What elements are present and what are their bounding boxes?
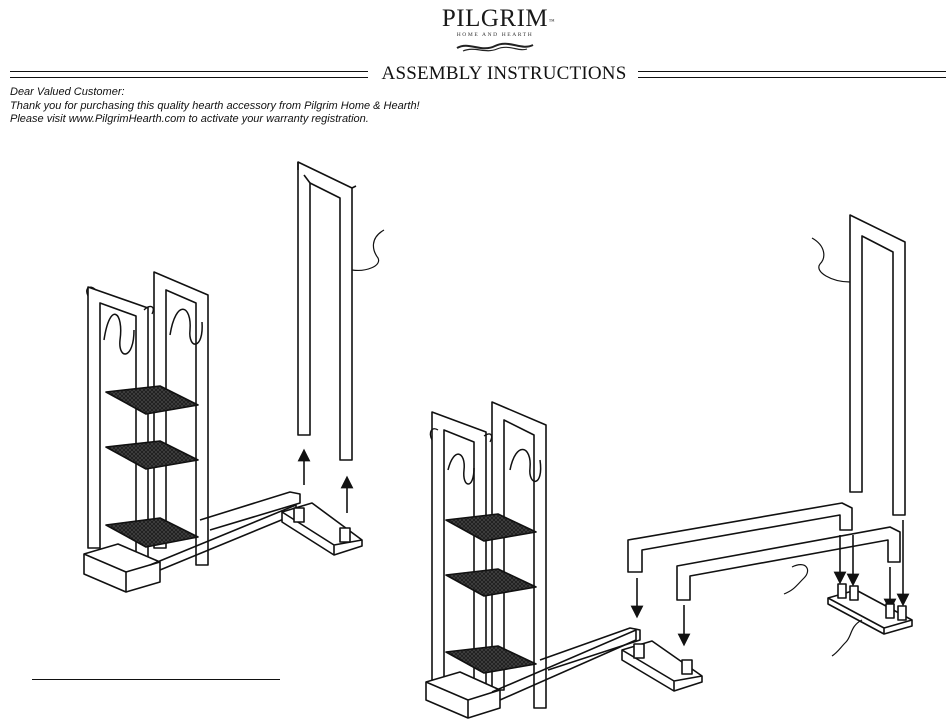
back-upright [87,287,154,560]
callout-squiggle [352,230,384,270]
step-one-illustration [84,162,384,592]
step-two-illustration [426,215,912,718]
callout-squiggle [812,238,850,282]
loose-frame-part-right [850,215,905,515]
shelf-bottom [106,518,198,547]
note-rule [32,679,280,680]
shelf-middle [106,441,198,469]
shelf-top-right [446,514,536,541]
base-assembly [84,492,362,592]
shelf-top [106,386,198,414]
callout-squiggle [784,565,808,594]
foot-plate [828,584,912,634]
shelf-bottom-right [446,646,536,673]
base-assembly-right [426,628,702,718]
loose-frame-part [298,162,356,460]
shelf-middle-right [446,569,536,596]
callout-squiggle [832,620,862,656]
